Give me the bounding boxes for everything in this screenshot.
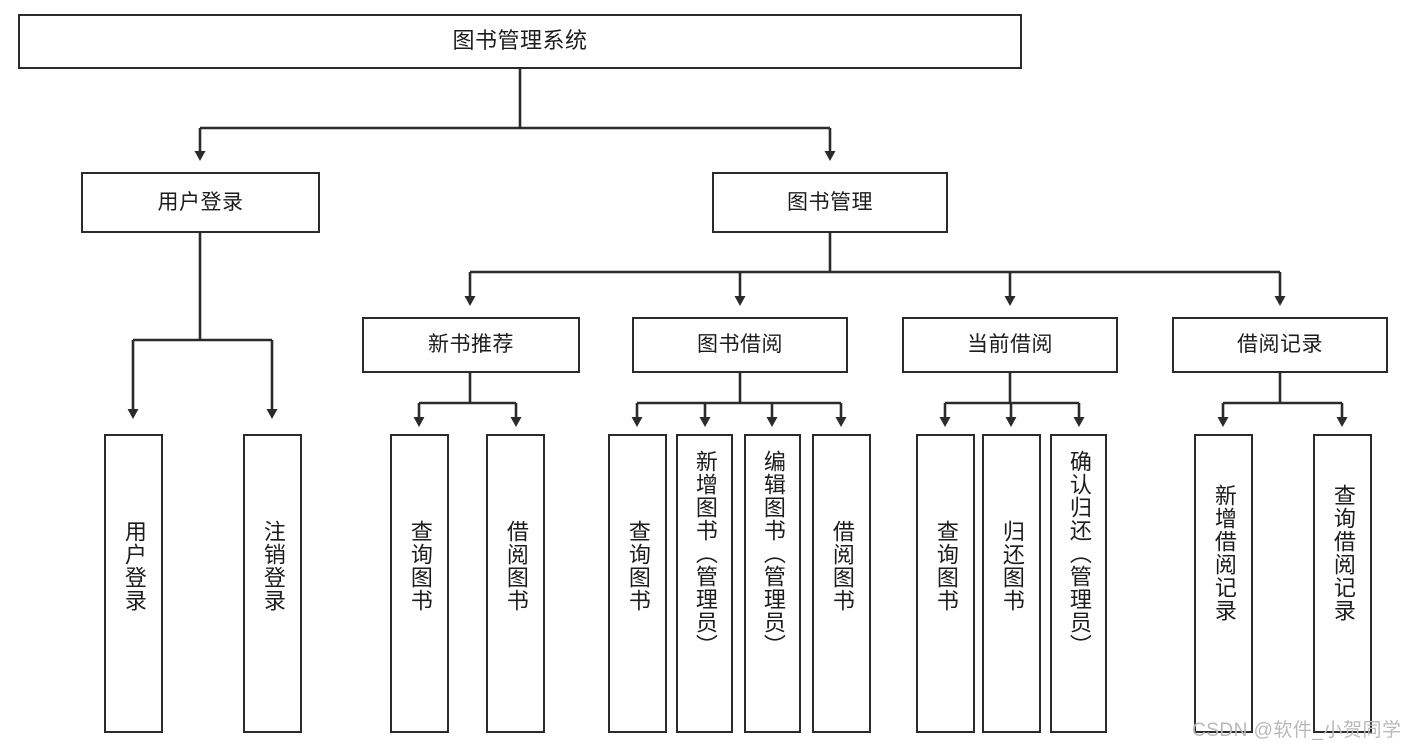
leaf-query-book-recommend[interactable]: 查询图书 <box>390 434 449 733</box>
node-root-system[interactable]: 图书管理系统 <box>18 14 1022 69</box>
node-borrow-record[interactable]: 借阅记录 <box>1172 317 1388 373</box>
leaf-confirm-return-admin[interactable]: 确认归还（管理员） <box>1050 434 1107 733</box>
leaf-borrow-book[interactable]: 借阅图书 <box>812 434 871 733</box>
node-label: 归还图书 <box>999 520 1025 612</box>
node-label: 图书管理 <box>787 190 873 214</box>
leaf-return-book[interactable]: 归还图书 <box>982 434 1041 733</box>
node-new-book-recommend[interactable]: 新书推荐 <box>362 317 580 373</box>
node-label: 借阅图书 <box>829 520 855 612</box>
node-label: 确认归还（管理员） <box>1066 450 1092 657</box>
node-book-borrow[interactable]: 图书借阅 <box>632 317 848 373</box>
node-label: 图书借阅 <box>697 333 783 357</box>
leaf-add-book-admin[interactable]: 新增图书（管理员） <box>676 434 733 733</box>
leaf-user-login[interactable]: 用户登录 <box>104 434 163 733</box>
csdn-watermark: CSDN @软件_小贺同学 <box>1192 720 1402 741</box>
node-book-manage[interactable]: 图书管理 <box>712 172 948 233</box>
leaf-add-borrow-record[interactable]: 新增借阅记录 <box>1194 434 1253 733</box>
node-user-login[interactable]: 用户登录 <box>81 172 320 233</box>
node-label: 图书管理系统 <box>452 28 588 54</box>
node-label: 用户登录 <box>157 190 244 214</box>
node-label: 新增图书（管理员） <box>692 450 718 657</box>
node-label: 借阅图书 <box>503 520 529 612</box>
node-label: 用户登录 <box>121 520 147 612</box>
node-label: 借阅记录 <box>1237 333 1323 357</box>
node-current-borrow[interactable]: 当前借阅 <box>902 317 1118 373</box>
node-label: 查询图书 <box>933 520 959 612</box>
node-label: 新增借阅记录 <box>1211 484 1237 622</box>
node-label: 编辑图书（管理员） <box>760 450 786 657</box>
node-label: 新书推荐 <box>428 333 514 357</box>
node-label: 查询图书 <box>625 520 651 612</box>
node-label: 注销登录 <box>260 520 286 612</box>
node-label: 查询图书 <box>407 520 433 612</box>
leaf-query-borrow-record[interactable]: 查询借阅记录 <box>1313 434 1372 733</box>
leaf-query-book-current[interactable]: 查询图书 <box>916 434 975 733</box>
leaf-logout[interactable]: 注销登录 <box>243 434 302 733</box>
node-label: 查询借阅记录 <box>1330 484 1356 622</box>
leaf-edit-book-admin[interactable]: 编辑图书（管理员） <box>744 434 801 733</box>
leaf-query-book-borrow[interactable]: 查询图书 <box>608 434 667 733</box>
leaf-borrow-book-recommend[interactable]: 借阅图书 <box>486 434 545 733</box>
node-label: 当前借阅 <box>967 333 1053 357</box>
